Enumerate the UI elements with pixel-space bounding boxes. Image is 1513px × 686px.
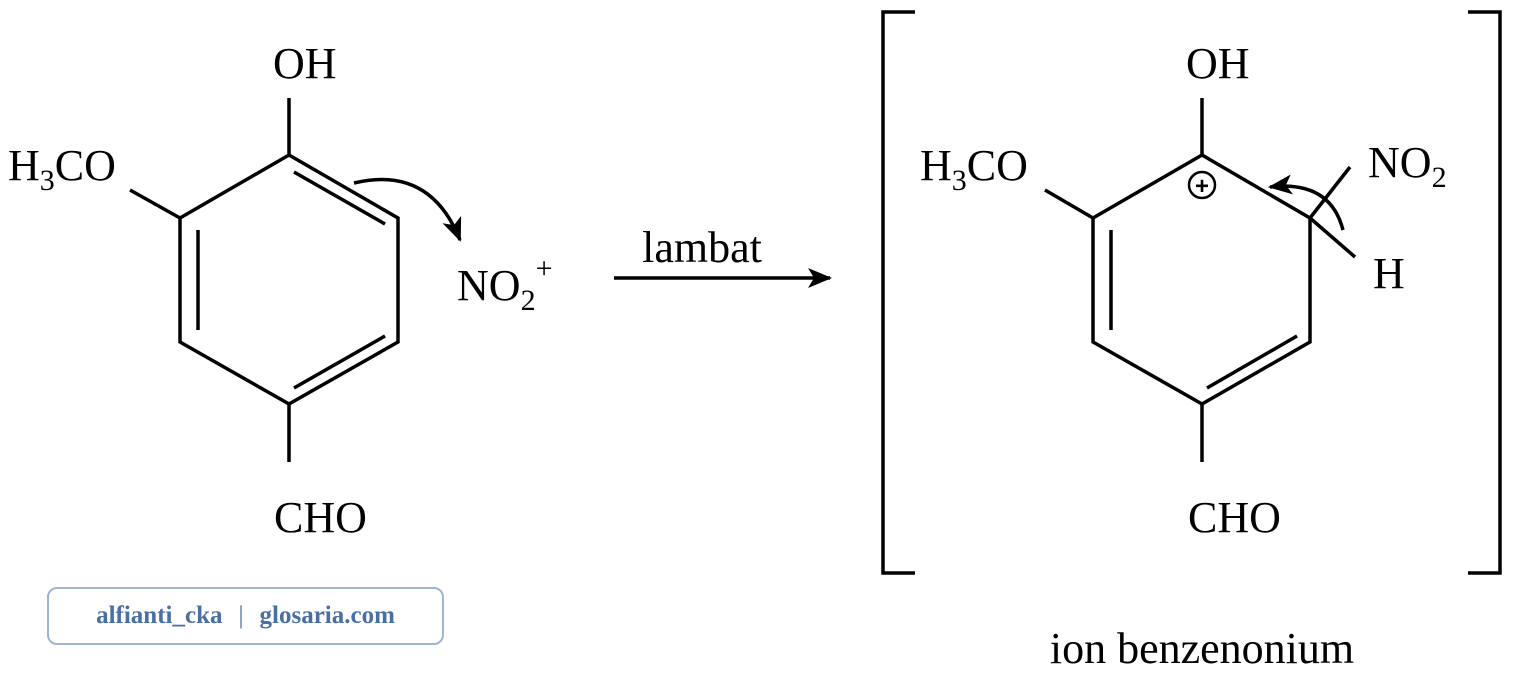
cho-label: CHO — [1188, 493, 1281, 542]
methoxy-label: H3CO — [920, 141, 1028, 197]
reaction-condition: lambat — [642, 223, 762, 272]
nitro-bond — [1308, 165, 1352, 220]
benzene-ring — [178, 152, 400, 407]
methoxy-bond — [1044, 188, 1094, 220]
oh-label: OH — [1186, 39, 1250, 88]
electron-arrow — [353, 177, 462, 242]
reactant-molecule: OH H3CO CHO — [8, 39, 462, 542]
double-bond — [1206, 334, 1298, 390]
methoxy-bond — [129, 188, 181, 220]
right-bracket — [1468, 10, 1502, 575]
left-bracket — [881, 10, 915, 575]
intermediate-molecule: + OH H3CO NO2 H CHO — [920, 39, 1447, 542]
watermark-author: alfianti_cka — [96, 602, 223, 629]
methoxy-label: H3CO — [8, 141, 116, 197]
h-label: H — [1373, 249, 1405, 298]
watermark: alfianti_cka | glosaria.com — [47, 587, 444, 645]
electron-arrow — [1268, 174, 1345, 231]
watermark-separator: | — [238, 602, 244, 629]
double-bond — [293, 170, 386, 226]
intermediate-caption: ion benzenonium — [1050, 624, 1354, 673]
watermark-site: glosaria.com — [259, 602, 395, 629]
oh-label: OH — [273, 39, 337, 88]
cho-label: CHO — [274, 493, 367, 542]
charge-sign: + — [1195, 173, 1209, 200]
nitro-label: NO2 — [1368, 138, 1447, 194]
double-bond — [293, 334, 386, 390]
positive-charge-icon — [1187, 170, 1217, 200]
h-bond — [1308, 216, 1357, 259]
nitronium-label: NO2+ — [457, 252, 552, 317]
